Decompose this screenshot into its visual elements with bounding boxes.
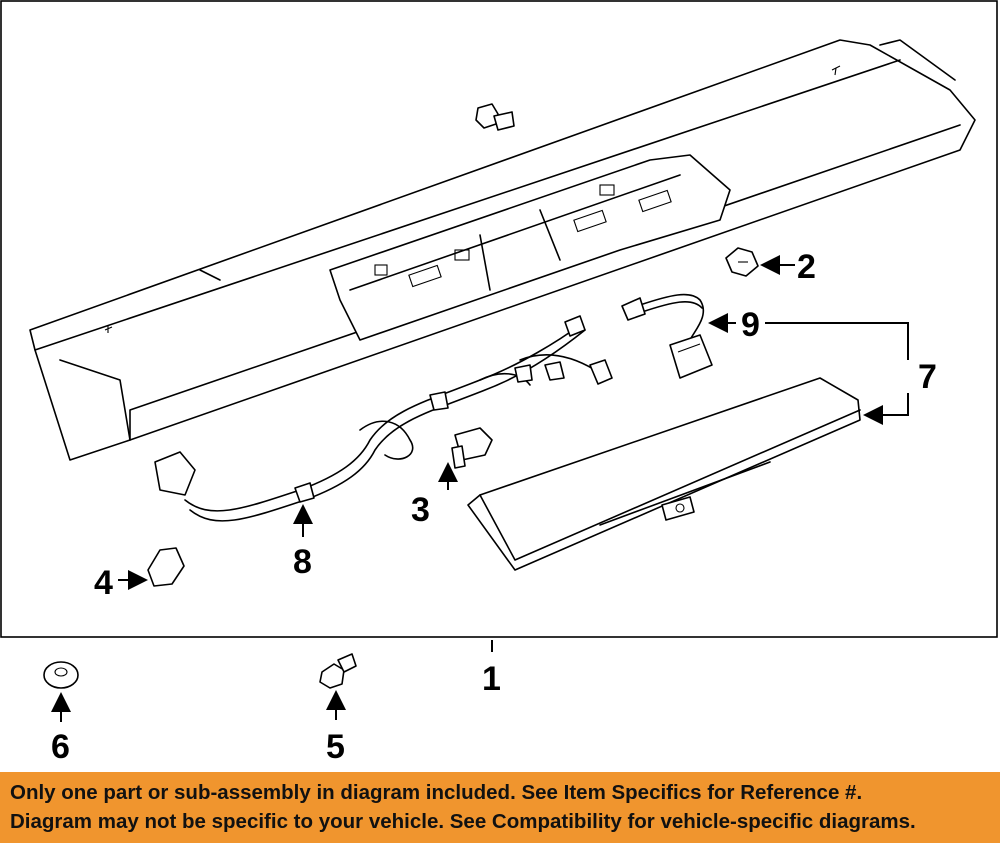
callout-8: 8: [293, 543, 312, 581]
disclaimer-banner: Only one part or sub-assembly in diagram…: [0, 772, 1000, 843]
callout-1: 1: [482, 660, 501, 698]
callout-6: 6: [51, 728, 70, 766]
leader-line: [863, 393, 909, 425]
disclaimer-line-2: Diagram may not be specific to your vehi…: [10, 810, 916, 833]
pigtail-icon: [621, 293, 713, 379]
callout-9: 9: [741, 306, 760, 344]
disclaimer-line-1: Only one part or sub-assembly in diagram…: [10, 781, 863, 804]
leader-line: [765, 322, 909, 360]
callout-7: 7: [918, 358, 937, 396]
nut-icon: [725, 247, 759, 277]
washer-icon: [43, 661, 79, 689]
grommet-icon: [147, 547, 185, 587]
callout-3: 3: [411, 491, 430, 529]
wiring-harness: [154, 315, 613, 522]
bolt-icon: [475, 103, 515, 131]
callout-5: 5: [326, 728, 345, 766]
spoiler-panel: [29, 39, 976, 461]
callout-4: 4: [94, 564, 113, 602]
parts-diagram: 1 2 3 4 5 6 7 8 9: [0, 0, 998, 766]
callout-2: 2: [797, 248, 816, 286]
socket-icon: [451, 427, 493, 469]
bolt-icon: [319, 653, 357, 689]
lamp-assembly: [467, 377, 861, 571]
assembly-frame: [0, 0, 998, 638]
